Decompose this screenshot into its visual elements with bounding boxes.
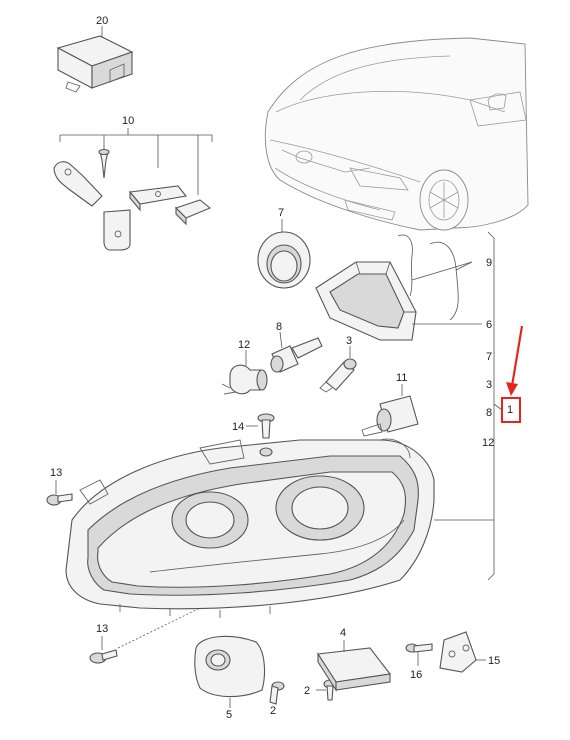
callout-13-upper: 13 [50, 467, 62, 479]
highlight-box [501, 397, 521, 423]
car-front-illustration [264, 37, 529, 231]
callout-20: 20 [96, 15, 108, 27]
callout-14: 14 [232, 421, 244, 433]
screw-14 [246, 413, 275, 439]
cover-6 [315, 261, 482, 341]
callout-8-top: 8 [276, 321, 282, 333]
xenon-bulb-11 [361, 384, 419, 437]
spring-clips-9 [397, 234, 473, 321]
callout-15: 15 [488, 655, 500, 667]
callout-12-list: 12 [482, 437, 494, 449]
headlight-cap-7 [257, 219, 311, 289]
callout-3-list: 3 [486, 379, 492, 391]
headlight-housing [65, 438, 494, 618]
callout-10: 10 [122, 115, 134, 127]
callout-2-right: 2 [270, 705, 276, 717]
bulb-3 [319, 346, 357, 393]
callout-16: 16 [410, 669, 422, 681]
module-4 [317, 640, 392, 692]
callout-12-left: 12 [238, 339, 250, 351]
screw-2-right [269, 681, 285, 705]
screw-16 [405, 643, 433, 666]
control-unit-20 [56, 26, 134, 93]
callout-3-top: 3 [346, 335, 352, 347]
callout-1: 1 [507, 404, 513, 416]
callout-7-top: 7 [278, 207, 284, 219]
ballast-unit-5 [194, 635, 266, 708]
callout-5: 5 [226, 709, 232, 721]
screw-13-lower [89, 607, 201, 664]
callout-6: 6 [486, 319, 492, 331]
callout-4: 4 [340, 627, 346, 639]
bracket-15 [439, 631, 486, 673]
callout-2-bottom: 2 [304, 685, 310, 697]
halogen-bulb-12 [221, 350, 268, 395]
screw-13-upper [46, 480, 73, 506]
highlight-arrow [506, 325, 524, 396]
bracket-set-10 [53, 128, 213, 251]
callout-7-list: 7 [486, 351, 492, 363]
bulb-8 [270, 331, 323, 373]
callout-8-list: 8 [486, 407, 492, 419]
callout-13-lower: 13 [96, 623, 108, 635]
callout-9: 9 [486, 257, 492, 269]
callout-11: 11 [396, 372, 407, 384]
